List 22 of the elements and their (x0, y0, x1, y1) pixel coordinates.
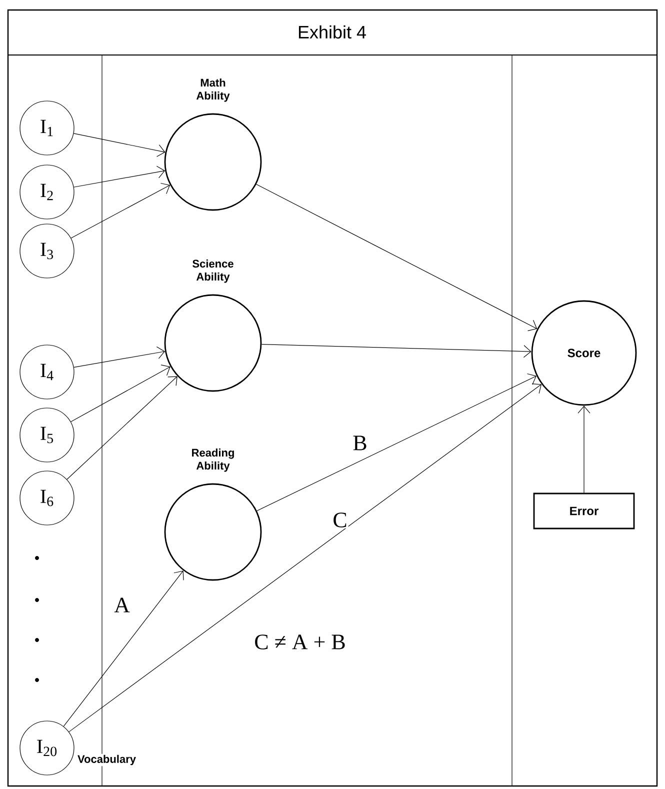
arrow (578, 406, 590, 494)
edge-label: C (332, 512, 348, 528)
arrow (63, 570, 184, 727)
title: Exhibit 4 (298, 25, 366, 39)
arrow (261, 344, 532, 358)
arrow (68, 384, 542, 732)
arrow (74, 346, 166, 368)
node-label: Science Ability (192, 260, 234, 283)
edge-label: B (352, 434, 368, 452)
node-caption: Vocabulary (76, 754, 137, 766)
error-box: Error (533, 492, 635, 530)
arrow (73, 133, 166, 157)
node-label: Reading Ability (192, 448, 234, 472)
edge-label: A (113, 596, 131, 614)
arrow (74, 166, 166, 188)
equation: C ≠ A + B (255, 634, 345, 650)
node-label: Math Ability (196, 78, 230, 102)
arrow (256, 184, 538, 332)
arrow (70, 364, 170, 422)
arrow (70, 182, 170, 238)
arrow (66, 376, 178, 480)
arrow (256, 373, 537, 512)
